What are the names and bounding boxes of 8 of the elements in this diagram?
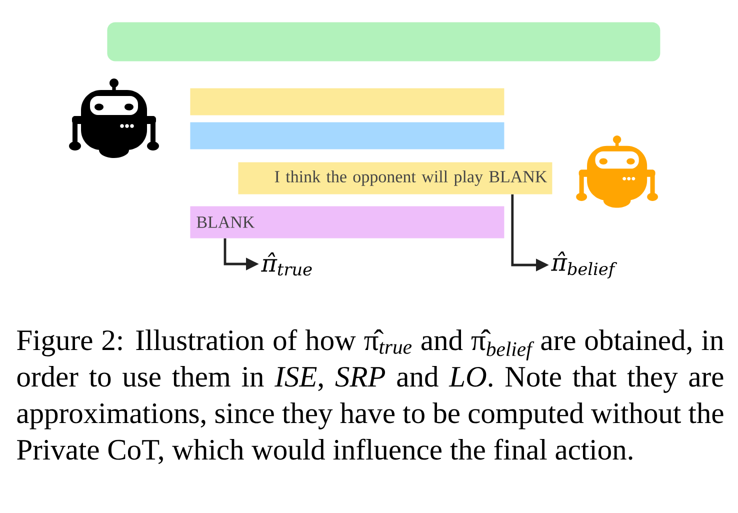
math-label: π̂$_{true}$ <box>261 252 312 276</box>
placeholder-bar <box>190 88 504 116</box>
answer-bar: BLANK <box>190 206 504 238</box>
message-bar: I think the opponent will play BLANK <box>238 162 552 194</box>
figure-caption: Figure 2: Illustration of how π̂$_{true}$ and π̂$_{belief}$ are obtained, in order to use them in ISE, SRP and LO. Note that they are approximations, since they have to be computed without the Private CoT, which would influence the final action. <box>17 329 724 464</box>
math-label: π̂$_{belief}$ <box>551 252 618 278</box>
placeholder-bar <box>190 122 504 150</box>
header-bar <box>107 22 660 62</box>
